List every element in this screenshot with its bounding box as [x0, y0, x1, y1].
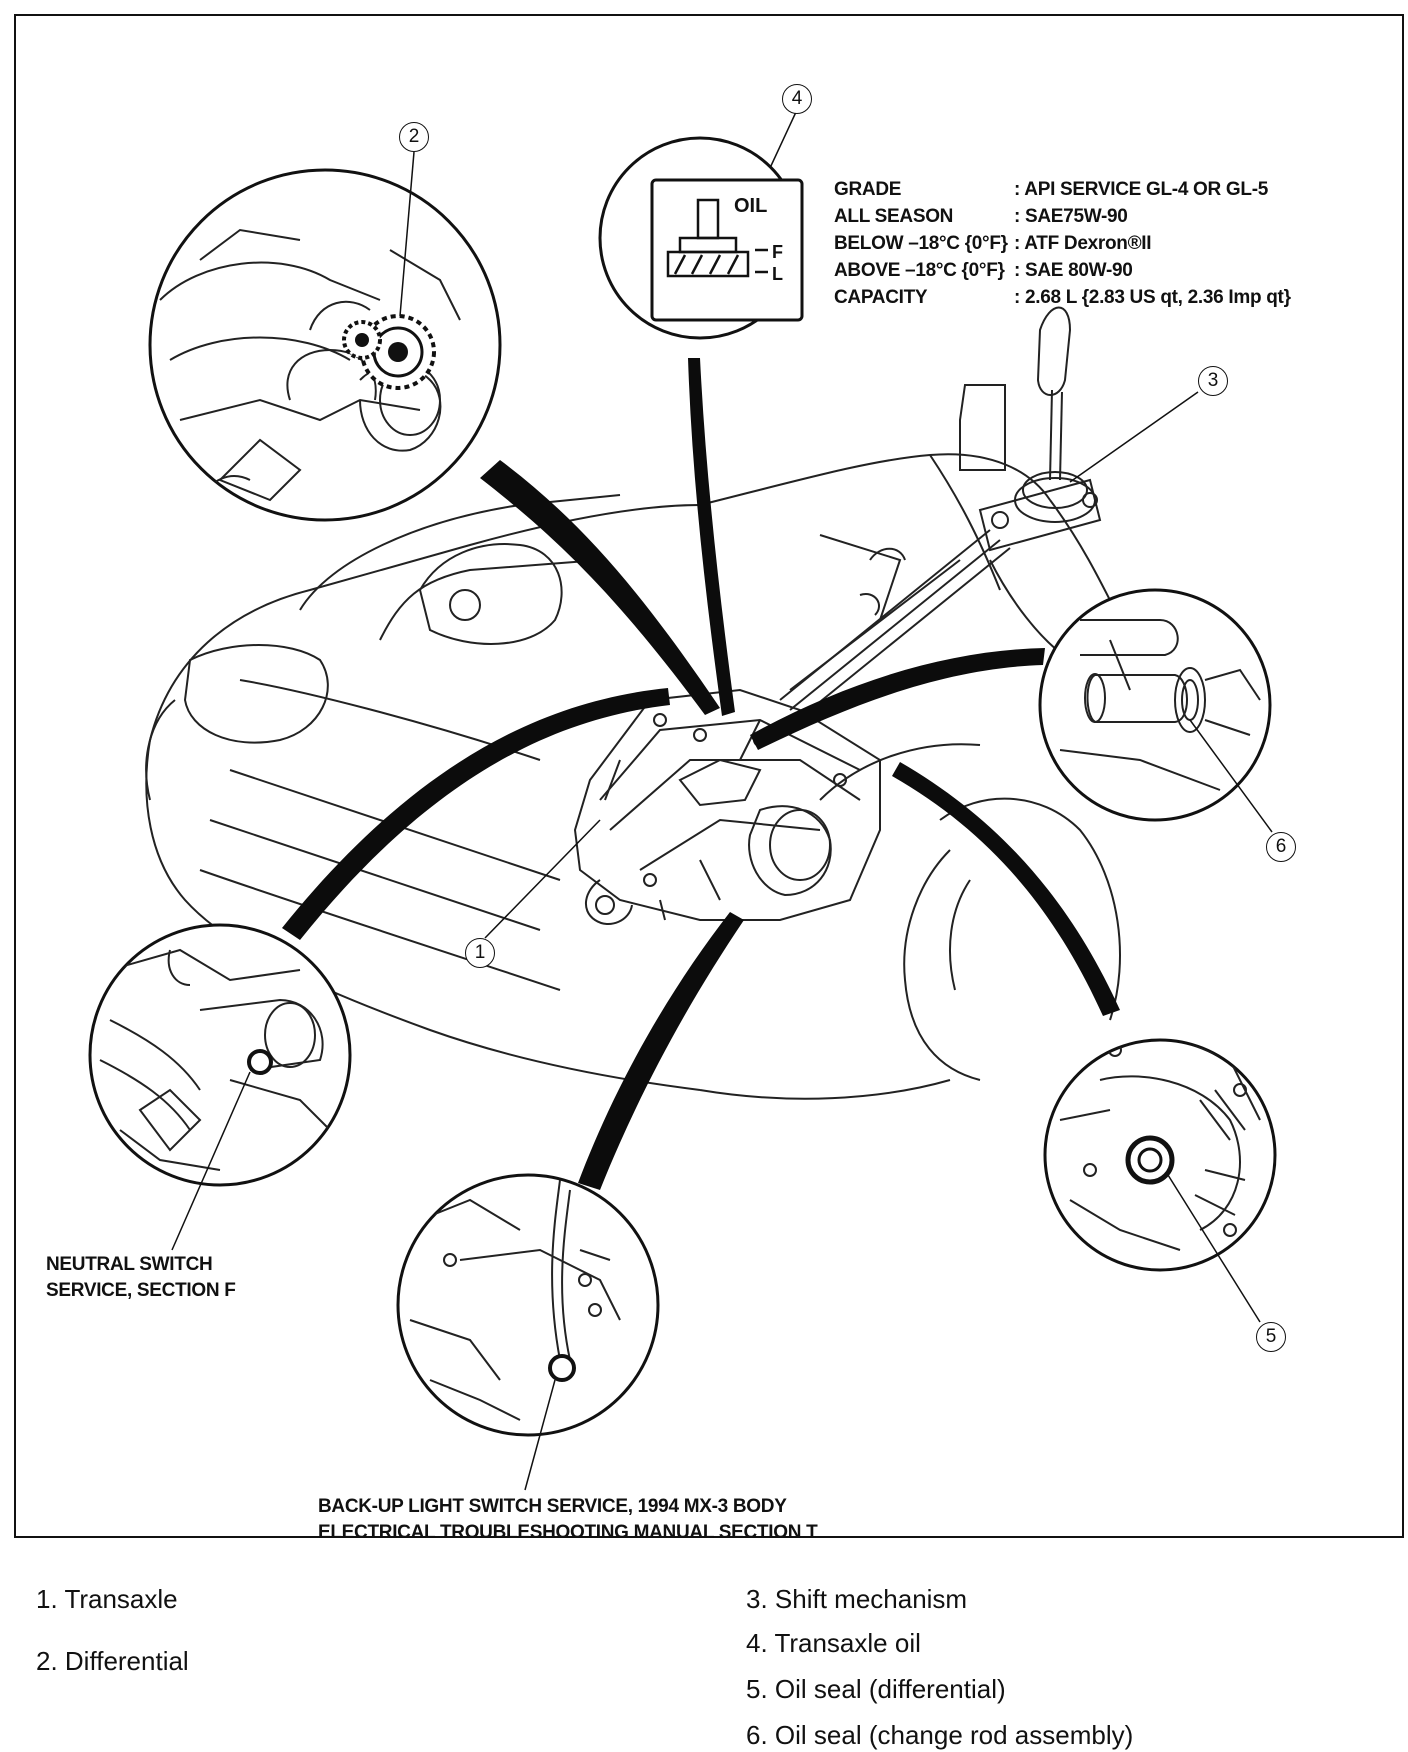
legend-item: 1. Transaxle: [36, 1584, 178, 1614]
leader-shift-mechanism: [1069, 391, 1199, 483]
inset-transaxle-oil: OIL F L: [598, 111, 804, 340]
leader-bands: [282, 358, 1120, 1190]
spec-value: : SAE 80W-90: [1014, 260, 1133, 281]
inset-backup-light-switch: [396, 1173, 660, 1491]
oil-icon-label: OIL: [734, 195, 767, 217]
backup-light-callout: BACK-UP LIGHT SWITCH SERVICE, 1994 MX-3 …: [318, 1494, 818, 1546]
inset-oil-seal-differential: [1043, 1038, 1277, 1323]
legend-item: 3. Shift mechanism: [746, 1584, 968, 1614]
spec-label: GRADE: [834, 179, 902, 200]
spec-value: : ATF Dexron®II: [1014, 233, 1152, 254]
callout-line: NEUTRAL SWITCH: [46, 1254, 213, 1275]
transaxle-assembly-drawing: [573, 688, 881, 925]
inset-differential: [148, 151, 502, 522]
leader-transaxle: [484, 819, 601, 939]
legend-item: 4. Transaxle oil: [746, 1628, 921, 1658]
callout-line: ELECTRICAL TROUBLESHOOTING MANUAL SECTIO…: [318, 1522, 818, 1543]
callout-line: SERVICE, SECTION F: [46, 1280, 236, 1301]
marker-5: 5: [1256, 1322, 1286, 1352]
spec-label: ALL SEASON: [834, 206, 954, 227]
marker-1: 1: [465, 938, 495, 968]
spec-label: CAPACITY: [834, 287, 928, 308]
legend-item: 2. Differential: [36, 1646, 189, 1676]
neutral-switch-callout: NEUTRAL SWITCH SERVICE, SECTION F: [46, 1252, 236, 1304]
spec-value: : API SERVICE GL-4 OR GL-5: [1014, 179, 1269, 200]
shift-mechanism-drawing: [779, 306, 1102, 719]
spec-label: ABOVE –18°C {0°F}: [834, 260, 1005, 281]
parts-legend: 1. Transaxle 2. Differential 3. Shift me…: [0, 1560, 1408, 1752]
oil-level-icon: [666, 198, 768, 278]
marker-6: 6: [1266, 832, 1296, 862]
spec-label: BELOW –18°C {0°F}: [834, 233, 1008, 254]
legend-item: 6. Oil seal (change rod assembly): [746, 1720, 1134, 1750]
legend-item: 5. Oil seal (differential): [746, 1674, 1006, 1704]
differential-gear-icon: [342, 314, 436, 390]
marker-3: 3: [1198, 366, 1228, 396]
vehicle-body-outline: [145, 453, 1121, 1100]
callout-line: BACK-UP LIGHT SWITCH SERVICE, 1994 MX-3 …: [318, 1496, 787, 1517]
spec-value: : 2.68 L {2.83 US qt, 2.36 Imp qt}: [1014, 287, 1291, 308]
oil-level-full-mark: F: [772, 242, 783, 262]
inset-oil-seal-change-rod: [1038, 588, 1273, 833]
oil-level-low-mark: L: [772, 264, 783, 284]
transaxle-overview-illustration: OIL F L: [88, 111, 1277, 1491]
marker-4: 4: [782, 84, 812, 114]
diagram-frame: [14, 14, 1404, 1538]
marker-2: 2: [399, 122, 429, 152]
spec-value: : SAE75W-90: [1014, 206, 1128, 227]
inset-neutral-switch: [88, 923, 352, 1251]
